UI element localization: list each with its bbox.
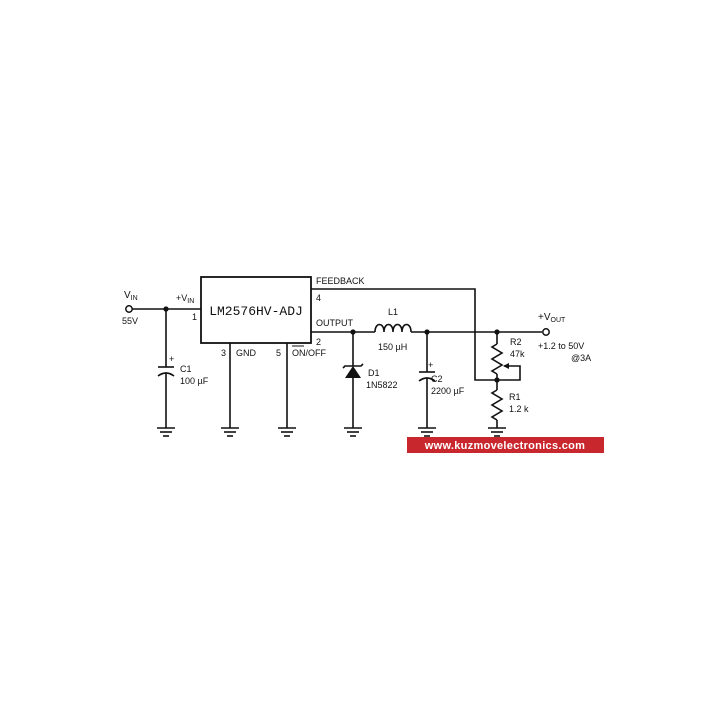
- ground-symbol-d1: [344, 427, 362, 437]
- l1-value: 150 µH: [378, 342, 407, 352]
- r2-wiper-arrow: [503, 363, 509, 369]
- c1-value: 100 µF: [180, 376, 209, 386]
- output-label: OUTPUT: [316, 318, 354, 328]
- ground-symbol-c1: [157, 427, 175, 437]
- ground-symbol-onoff: [278, 427, 296, 437]
- r2-resistor-symbol: [490, 343, 504, 375]
- d1-cathode-bar: [342, 363, 364, 369]
- watermark-banner: [407, 437, 604, 453]
- chip-name: LM2576HV-ADJ: [209, 304, 303, 319]
- r2-wiper: [497, 365, 521, 381]
- pin-1-number: 1: [192, 312, 197, 322]
- pin-2-number: 2: [316, 337, 321, 347]
- pin-gnd-label: GND: [236, 348, 257, 358]
- vin-terminal: [125, 305, 133, 313]
- feedback-label: FEEDBACK: [316, 276, 365, 286]
- ground-symbol-c2: [418, 427, 436, 437]
- pin-onoff-label: ON/OFF: [292, 348, 326, 358]
- vout-label: +VOUT: [538, 312, 566, 324]
- r1-resistor-symbol: [490, 389, 504, 421]
- regulator-ic-body: [200, 276, 312, 344]
- vin-label: VIN: [124, 290, 138, 302]
- c2-ref: C2: [431, 374, 443, 384]
- r2-ref: R2: [510, 337, 522, 347]
- d1-diode-symbol: [345, 366, 361, 378]
- pin-5-number: 5: [276, 348, 281, 358]
- ground-symbol-ic: [221, 427, 239, 437]
- c1-polarity: +: [169, 354, 174, 364]
- r1-ref: R1: [509, 392, 521, 402]
- pin-vin-label: +VIN: [176, 293, 194, 305]
- r1-value: 1.2 k: [509, 404, 529, 414]
- c2-polarity: +: [428, 360, 433, 370]
- r2-value: 47k: [510, 349, 525, 359]
- vout-current: @3A: [571, 353, 591, 363]
- l1-ref: L1: [388, 307, 398, 317]
- divider-junction: [494, 377, 500, 383]
- l1-inductor-symbol: [374, 323, 412, 333]
- vout-terminal: [542, 328, 550, 336]
- watermark-text: www.kuzmovelectronics.com: [424, 440, 586, 452]
- d1-ref: D1: [368, 368, 380, 378]
- c1-ref: C1: [180, 364, 192, 374]
- vin-value: 55V: [122, 316, 138, 326]
- feedback-wire: [311, 288, 497, 381]
- pin-4-number: 4: [316, 293, 321, 303]
- vout-range: +1.2 to 50V: [538, 341, 584, 351]
- pin-3-number: 3: [221, 348, 226, 358]
- ground-symbol-r1: [488, 427, 506, 437]
- d1-part: 1N5822: [366, 380, 398, 390]
- c2-value: 2200 µF: [431, 386, 465, 396]
